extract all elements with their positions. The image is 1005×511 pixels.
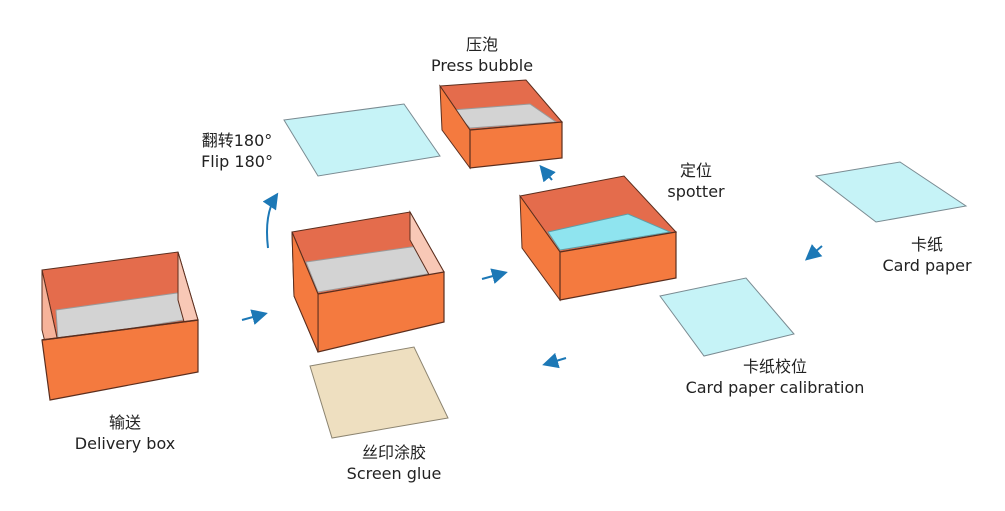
label-press-en: Press bubble [430, 56, 534, 75]
arrow-glue-to-spotter [481, 268, 508, 284]
label-press: 压泡 Press bubble [418, 34, 546, 76]
label-spotter-zh: 定位 [679, 161, 712, 180]
label-card-paper-zh: 卡纸 [910, 235, 943, 254]
label-delivery-zh: 输送 [108, 413, 141, 432]
label-spotter-en: spotter [667, 182, 725, 201]
arrow-delivery-to-glue [241, 309, 268, 325]
label-delivery-en: Delivery box [74, 434, 176, 453]
label-calibration: 卡纸校位 Card paper calibration [668, 356, 882, 398]
label-flip-zh: 翻转180° [201, 131, 273, 150]
flow-arrows [241, 164, 823, 369]
label-screen-glue-zh: 丝印涂胶 [361, 443, 426, 462]
label-flip-en: Flip 180° [201, 152, 273, 171]
arrow-spotter-to-press [539, 164, 556, 183]
arrow-card-to-calibration [804, 244, 823, 261]
label-calibration-zh: 卡纸校位 [742, 357, 807, 376]
arrow-flip-curve [262, 192, 279, 249]
flip-card-sheet [283, 103, 441, 177]
arrow-calibration-to-spotter [542, 352, 567, 369]
card-paper-sheet [814, 161, 968, 223]
press-bubble-box [439, 79, 564, 170]
label-screen-glue-en: Screen glue [346, 464, 442, 483]
delivery-box [41, 251, 199, 401]
glue-paper-sheet [309, 346, 449, 439]
label-delivery: 输送 Delivery box [60, 412, 190, 454]
spotter-box [519, 175, 677, 302]
label-card-paper: 卡纸 Card paper [868, 234, 986, 276]
calibration-card-sheet [659, 277, 795, 357]
screen-glue-box [291, 210, 445, 353]
label-card-paper-en: Card paper [882, 256, 972, 275]
label-calibration-en: Card paper calibration [685, 378, 865, 397]
label-spotter: 定位 spotter [656, 160, 736, 202]
label-press-zh: 压泡 [465, 35, 498, 54]
label-screen-glue: 丝印涂胶 Screen glue [334, 442, 454, 484]
label-flip: 翻转180° Flip 180° [192, 130, 282, 172]
